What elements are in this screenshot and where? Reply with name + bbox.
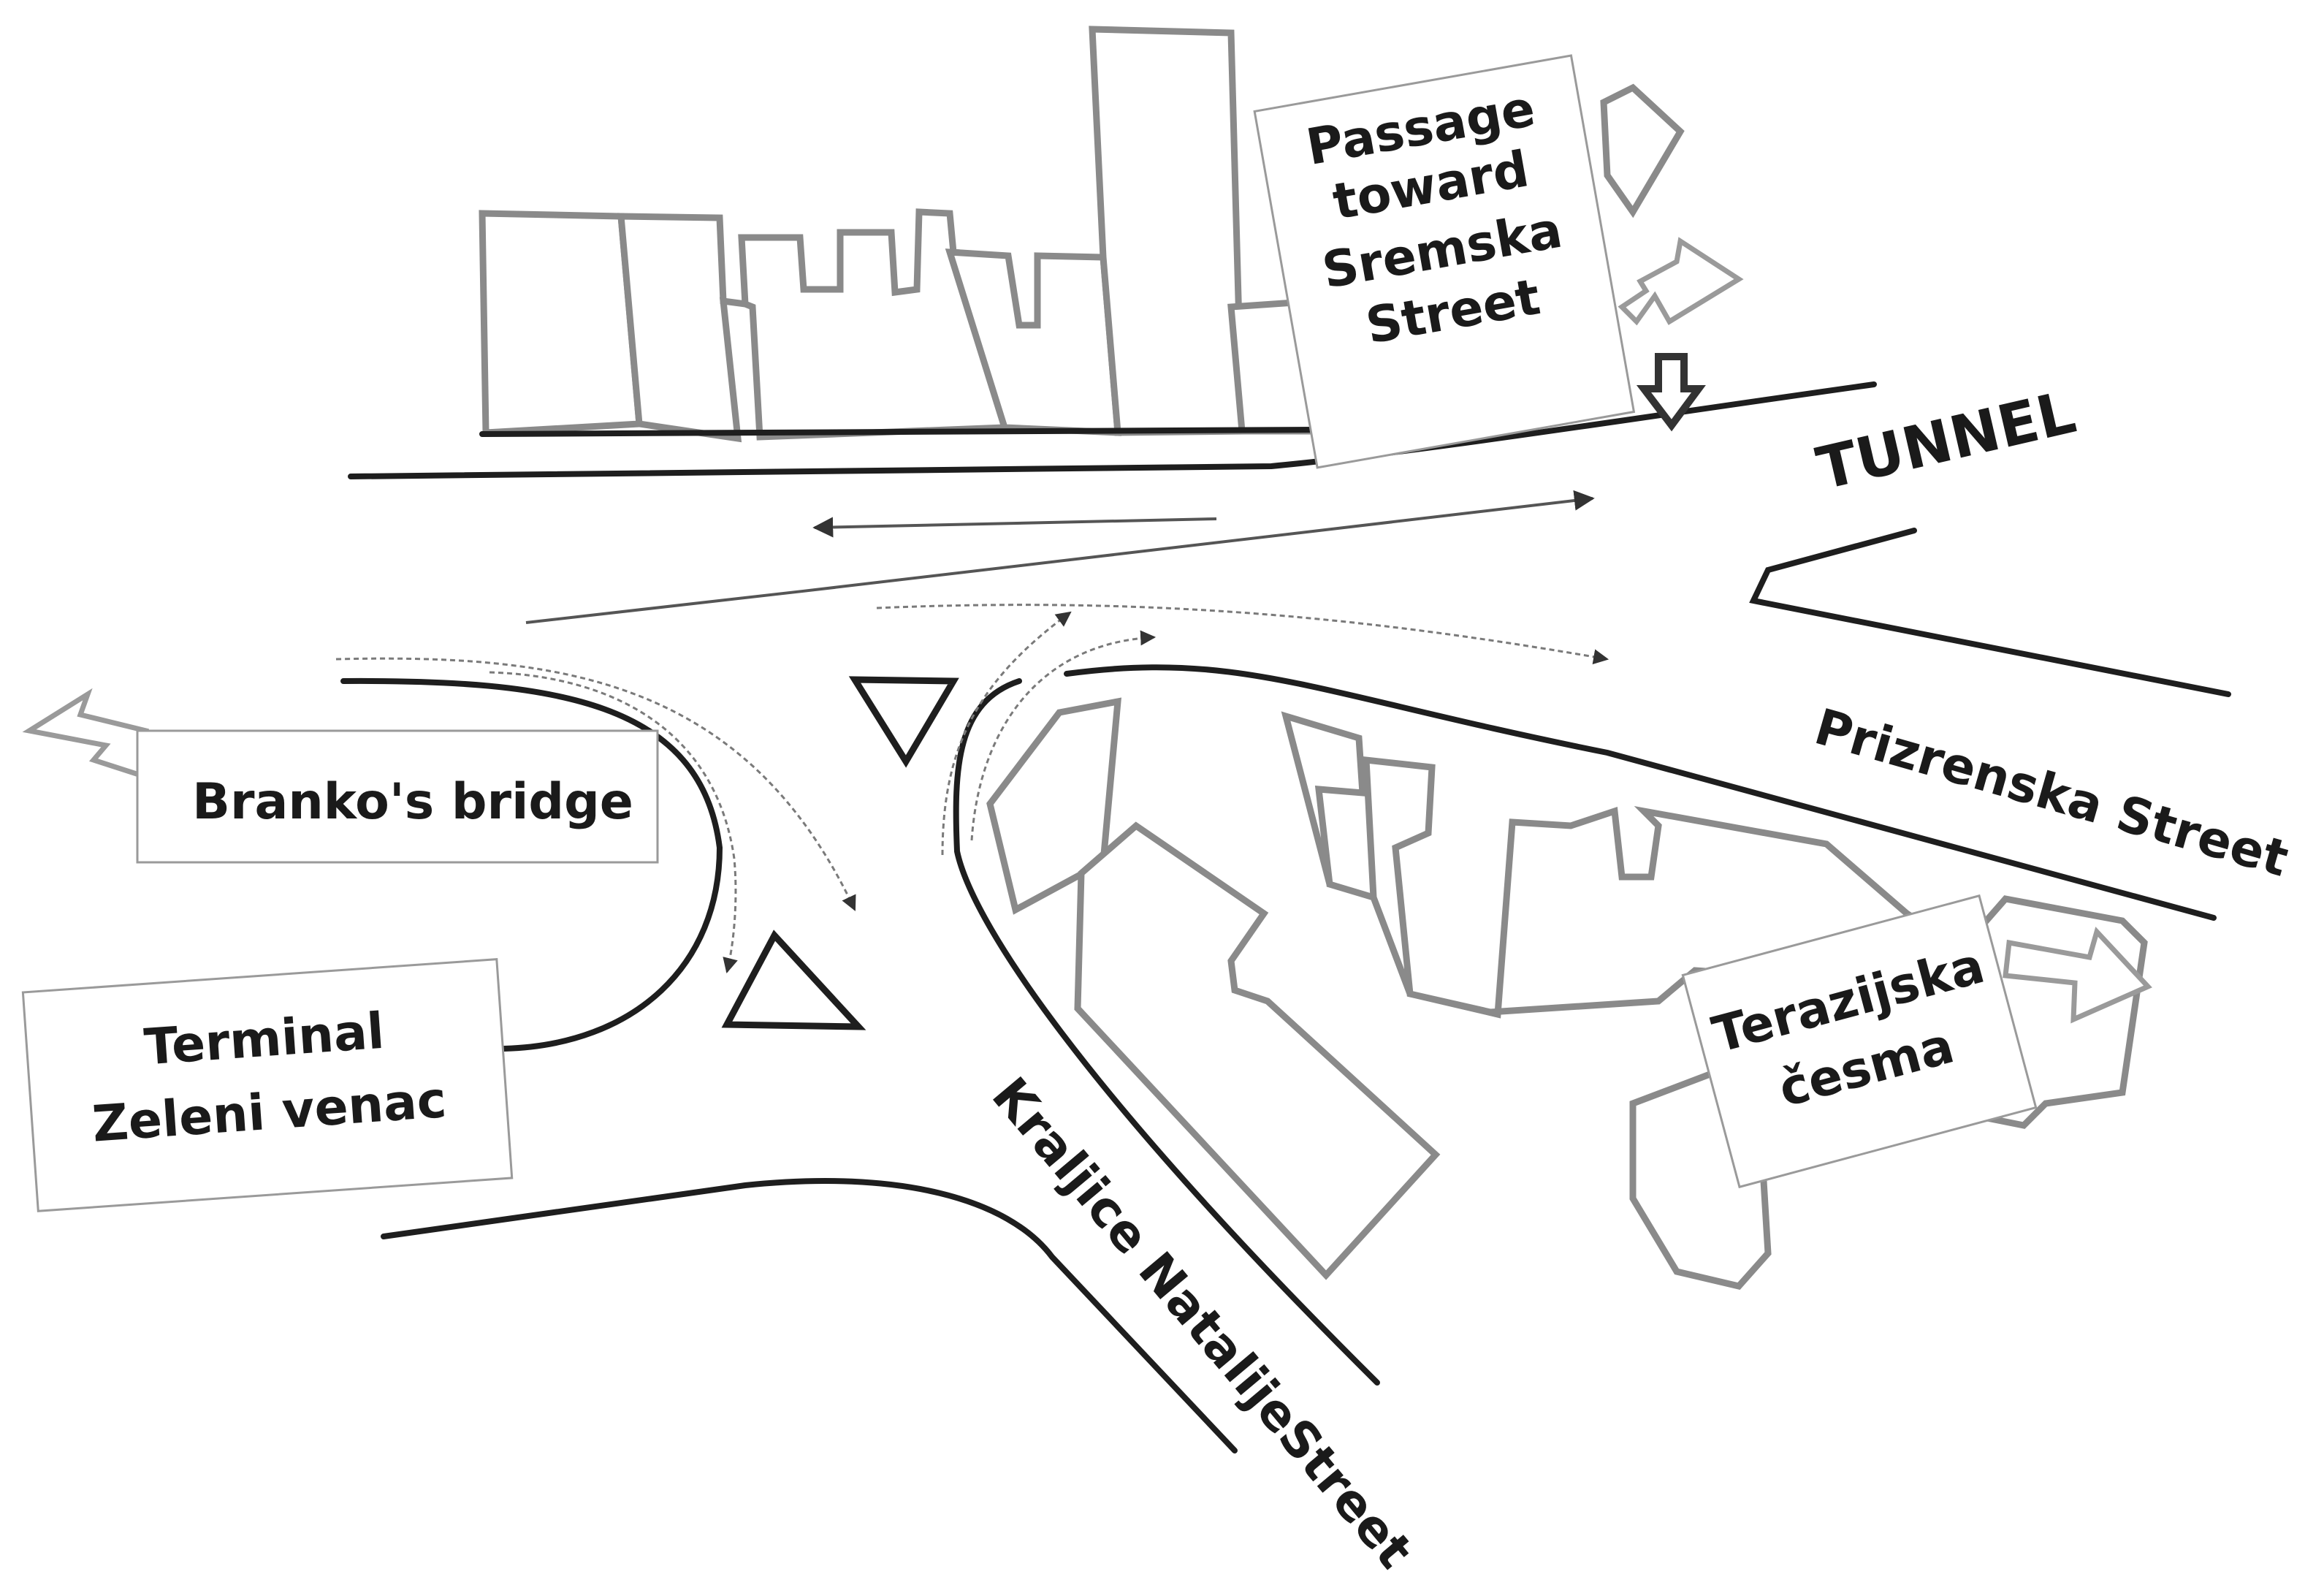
curb-prizrenska-outer xyxy=(1064,664,2217,921)
yield-signs xyxy=(721,676,959,1030)
building-north-2 xyxy=(617,208,1008,443)
curb-southwest xyxy=(381,1178,1238,1454)
curb-branko-corner xyxy=(340,677,723,1052)
yield-triangle-north xyxy=(848,676,959,768)
flow-kraljice-north-1 xyxy=(941,611,1072,856)
arrow-passage-northeast-icon xyxy=(1618,237,1744,326)
building-north-6 xyxy=(1600,83,1685,218)
flow-eastbound-lower xyxy=(876,604,1609,665)
label-passage-box: Passage toward Sremska Street xyxy=(1253,54,1636,469)
flow-eastbound-upper xyxy=(525,490,1595,624)
yield-triangle-south xyxy=(721,930,866,1030)
curb-tunnel-south xyxy=(1749,528,2231,697)
building-north-1 xyxy=(479,210,643,436)
building-kiosk xyxy=(986,697,1122,915)
label-branko-box: Branko's bridge xyxy=(136,729,659,864)
flow-westbound xyxy=(812,517,1217,538)
traffic-flows xyxy=(335,490,1609,974)
arrow-terazijska-east-icon xyxy=(2003,927,2152,1024)
building-south-long xyxy=(1074,821,1441,1280)
building-south-block-a xyxy=(1281,711,1932,1019)
label-terminal-box: Terminal Zeleni venac xyxy=(21,958,514,1212)
arrow-branko-west-icon xyxy=(22,688,149,778)
north-building-baseline xyxy=(479,427,1318,437)
arrow-tunnel-down-icon xyxy=(1636,353,1706,432)
label-prizrenska-street: Prizrenska Street xyxy=(1808,698,2294,888)
label-tunnel: TUNNEL xyxy=(1810,378,2081,503)
label-terazijska-box: Terazijska česma xyxy=(1681,894,2038,1189)
direction-arrows xyxy=(22,237,2152,1024)
buildings-north xyxy=(479,26,1685,443)
curb-prizrenska-inner xyxy=(953,678,1380,1386)
label-brankos-bridge: Branko's bridge xyxy=(192,773,633,831)
building-north-tower xyxy=(1089,26,1246,436)
flow-kraljice-north-2 xyxy=(970,630,1157,841)
flow-branko-south-2 xyxy=(489,671,738,974)
